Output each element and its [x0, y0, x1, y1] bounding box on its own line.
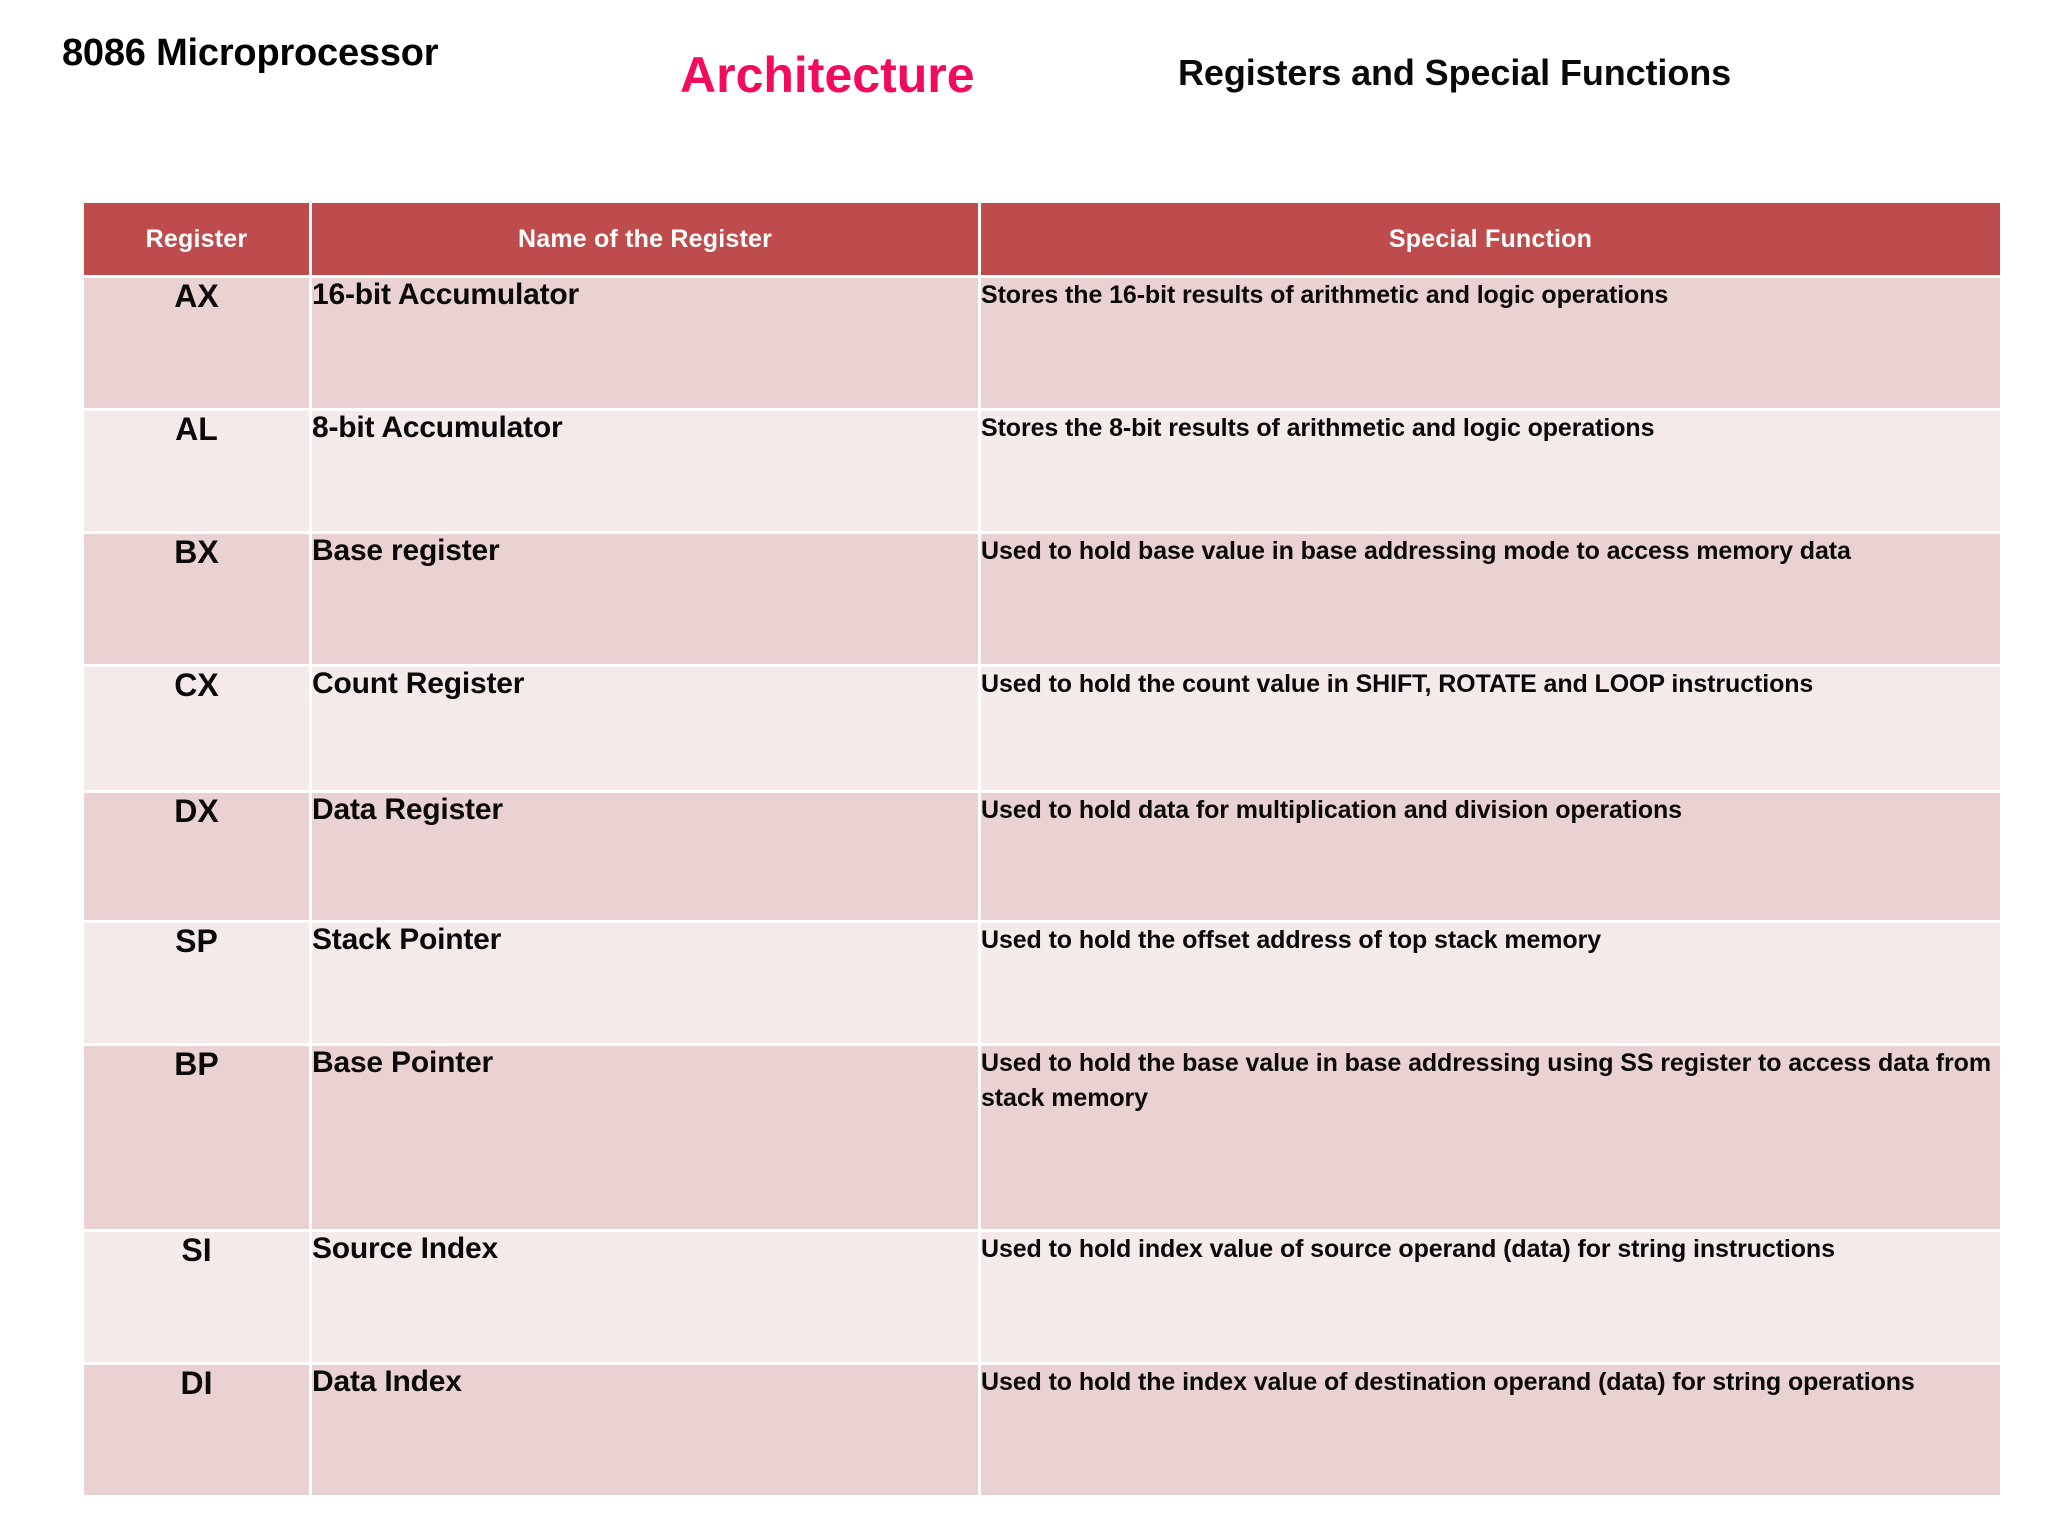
cell-special-function: Used to hold base value in base addressi…: [981, 534, 2000, 664]
cell-register-name: Base Pointer: [312, 1046, 978, 1229]
slide-header: 8086 Microprocessor Architecture Registe…: [0, 0, 2048, 150]
subtitle-registers-and-special-functions: Registers and Special Functions: [1178, 52, 1732, 93]
cell-register-name: 8-bit Accumulator: [312, 411, 978, 531]
cell-special-function: Used to hold index value of source opera…: [981, 1232, 2000, 1362]
cell-register-name: 16-bit Accumulator: [312, 278, 978, 408]
column-header-register: Register: [84, 203, 309, 275]
cell-special-function: Used to hold the count value in SHIFT, R…: [981, 667, 2000, 790]
registers-table: Register Name of the Register Special Fu…: [81, 200, 2003, 1498]
cell-register: DX: [84, 793, 309, 920]
cell-register-name: Data Register: [312, 793, 978, 920]
table-row: BP Base Pointer Used to hold the base va…: [84, 1046, 2000, 1229]
table-row: AX 16-bit Accumulator Stores the 16-bit …: [84, 278, 2000, 408]
cell-register: SP: [84, 923, 309, 1043]
table-row: SP Stack Pointer Used to hold the offset…: [84, 923, 2000, 1043]
table-body: AX 16-bit Accumulator Stores the 16-bit …: [84, 278, 2000, 1495]
cell-register: BP: [84, 1046, 309, 1229]
cell-special-function: Used to hold the offset address of top s…: [981, 923, 2000, 1043]
table-row: DI Data Index Used to hold the index val…: [84, 1365, 2000, 1495]
cell-register: DI: [84, 1365, 309, 1495]
cell-register-name: Data Index: [312, 1365, 978, 1495]
cell-special-function: Used to hold the index value of destinat…: [981, 1365, 2000, 1495]
table-row: SI Source Index Used to hold index value…: [84, 1232, 2000, 1362]
table-row: DX Data Register Used to hold data for m…: [84, 793, 2000, 920]
cell-register: AX: [84, 278, 309, 408]
cell-register-name: Source Index: [312, 1232, 978, 1362]
table-header: Register Name of the Register Special Fu…: [84, 203, 2000, 275]
table-row: CX Count Register Used to hold the count…: [84, 667, 2000, 790]
page-title: 8086 Microprocessor: [62, 32, 439, 74]
cell-special-function: Used to hold the base value in base addr…: [981, 1046, 2000, 1229]
cell-register-name: Stack Pointer: [312, 923, 978, 1043]
table-row: AL 8-bit Accumulator Stores the 8-bit re…: [84, 411, 2000, 531]
cell-register-name: Base register: [312, 534, 978, 664]
section-title-architecture: Architecture: [680, 47, 975, 103]
cell-register-name: Count Register: [312, 667, 978, 790]
cell-special-function: Stores the 8-bit results of arithmetic a…: [981, 411, 2000, 531]
column-header-name: Name of the Register: [312, 203, 978, 275]
cell-special-function: Stores the 16-bit results of arithmetic …: [981, 278, 2000, 408]
cell-register: BX: [84, 534, 309, 664]
table-row: BX Base register Used to hold base value…: [84, 534, 2000, 664]
cell-register: AL: [84, 411, 309, 531]
table-header-row: Register Name of the Register Special Fu…: [84, 203, 2000, 275]
cell-register: CX: [84, 667, 309, 790]
cell-special-function: Used to hold data for multiplication and…: [981, 793, 2000, 920]
cell-register: SI: [84, 1232, 309, 1362]
column-header-function: Special Function: [981, 203, 2000, 275]
